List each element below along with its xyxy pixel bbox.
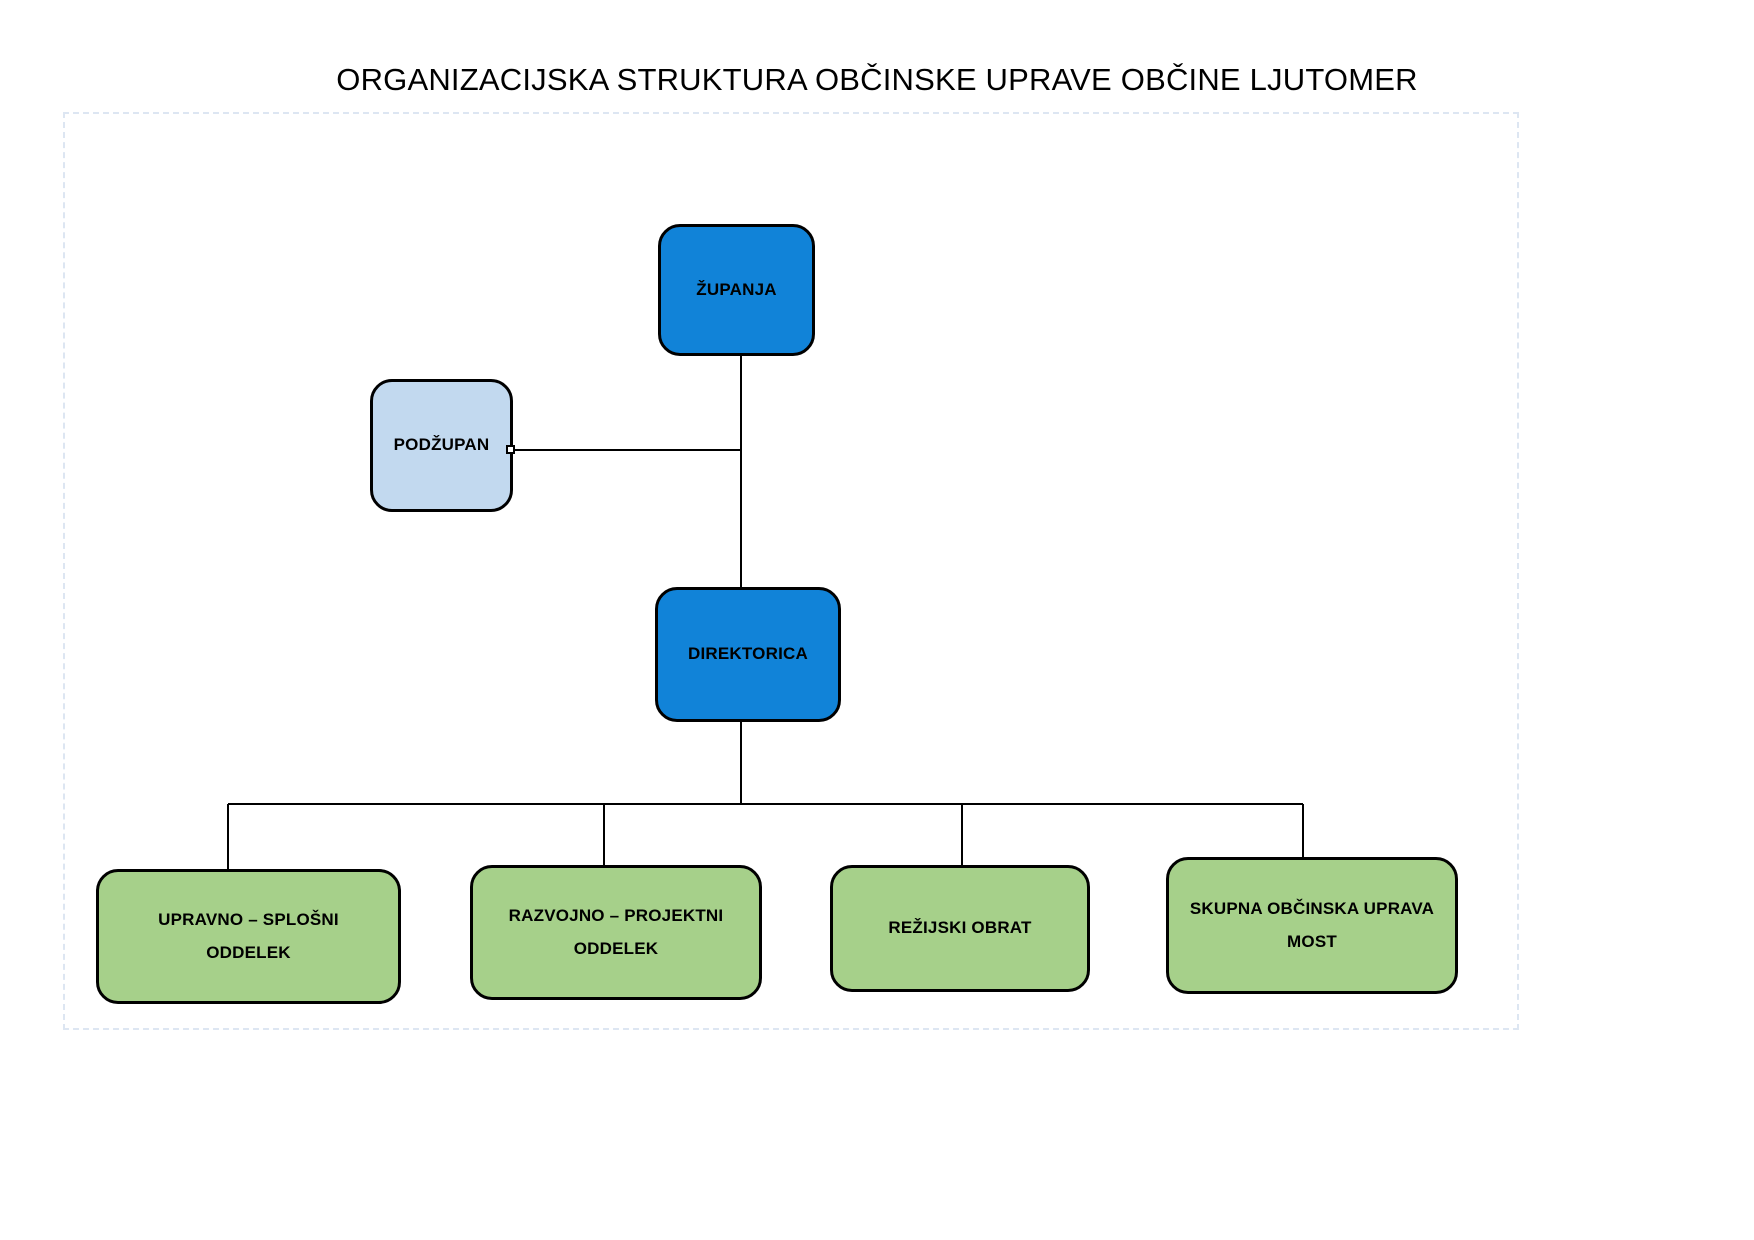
node-upravno-label-line2: ODDELEK xyxy=(206,942,291,962)
node-skupna-obcinska-uprava-most[interactable]: SKUPNA OBČINSKA UPRAVA MOST xyxy=(1166,857,1458,994)
node-direktorica[interactable]: DIREKTORICA xyxy=(655,587,841,722)
node-rezijski-label: REŽIJSKI OBRAT xyxy=(888,918,1032,938)
node-razvojno-projektni-oddelek[interactable]: RAZVOJNO – PROJEKTNI ODDELEK xyxy=(470,865,762,1000)
node-razvojno-label-line2: ODDELEK xyxy=(573,938,659,958)
node-zupanja-label: ŽUPANJA xyxy=(696,279,777,299)
content-frame-border xyxy=(63,112,1519,1030)
node-rezijski-obrat[interactable]: REŽIJSKI OBRAT xyxy=(830,865,1090,992)
node-direktorica-label: DIREKTORICA xyxy=(688,644,808,664)
node-upravno-label-line1: UPRAVNO – SPLOŠNI xyxy=(158,910,339,930)
node-zupanja[interactable]: ŽUPANJA xyxy=(658,224,815,356)
node-upravno-splosni-oddelek[interactable]: UPRAVNO – SPLOŠNI ODDELEK xyxy=(96,869,401,1004)
node-skupna-label-line2: MOST xyxy=(1287,931,1337,951)
node-podzupan-label: PODŽUPAN xyxy=(393,435,490,455)
node-skupna-label-line1: SKUPNA OBČINSKA UPRAVA xyxy=(1189,899,1435,919)
node-podzupan[interactable]: PODŽUPAN xyxy=(370,379,513,512)
page-title: ORGANIZACIJSKA STRUKTURA OBČINSKE UPRAVE… xyxy=(336,62,1418,97)
connector-handle-icon[interactable] xyxy=(506,445,515,454)
node-razvojno-label-line1: RAZVOJNO – PROJEKTNI xyxy=(508,906,724,926)
